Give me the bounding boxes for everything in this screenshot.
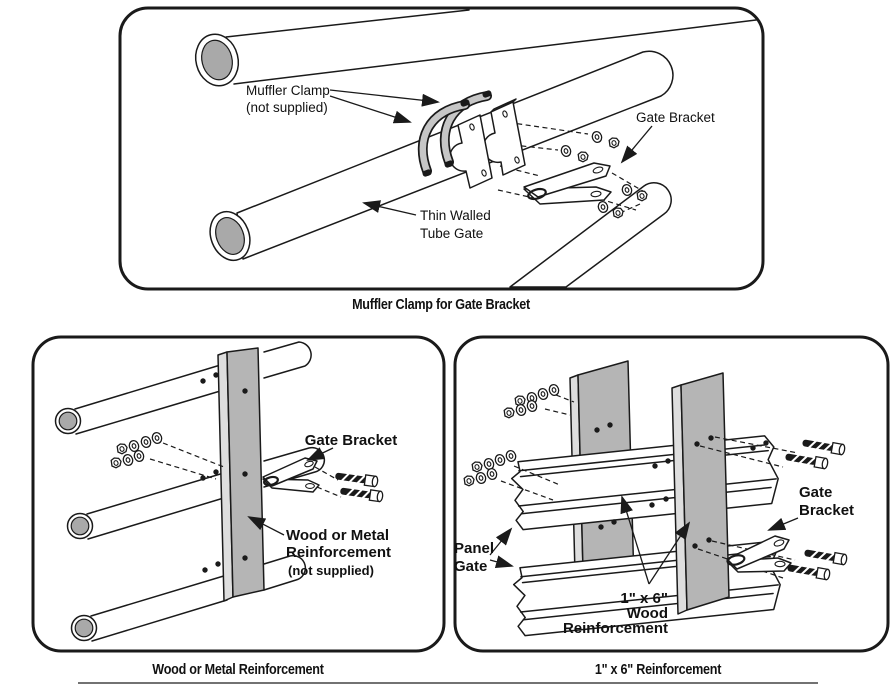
gate-bracket <box>523 162 612 205</box>
label-muffler-clamp: Muffler Clamp <box>246 83 330 98</box>
u-bolt <box>439 89 493 169</box>
hole-dot <box>663 496 669 502</box>
leader-line <box>362 200 417 216</box>
hole-dot <box>694 441 700 447</box>
label-tube-gate: Thin Walled <box>420 208 491 223</box>
label-gate-bracket: Gate Bracket <box>636 110 715 125</box>
hole-dot <box>763 440 769 446</box>
label-1x6-3: Reinforcement <box>563 620 668 637</box>
muffler-clamp-plate <box>482 98 526 176</box>
leader-line <box>306 447 334 461</box>
nut <box>577 151 589 163</box>
gate-bracket <box>262 457 320 493</box>
caption-wood-metal: Wood or Metal Reinforcement <box>152 660 324 677</box>
leader-line <box>620 495 650 585</box>
board-reinforcement <box>671 372 730 615</box>
label-1x6-2: Wood <box>627 605 668 622</box>
nut <box>636 190 648 202</box>
nut <box>471 461 483 473</box>
hole-dot <box>708 435 714 441</box>
hole-dot <box>215 561 221 567</box>
lower-right-tube <box>509 182 672 288</box>
panel-wood-metal: Gate Bracket Wood or Metal Reinforcement… <box>31 335 446 677</box>
label-tube-gate-2: Tube Gate <box>420 226 483 241</box>
label-gate-bracket: Gate <box>799 484 832 501</box>
hole-dot <box>202 567 208 573</box>
leader-line <box>247 516 285 536</box>
panel-muffler-clamp: Muffler Clamp (not supplied) Gate Bracke… <box>118 6 765 312</box>
board-reinforcement <box>217 347 265 602</box>
tube-cap-core <box>201 39 233 81</box>
hole-dot <box>607 422 613 428</box>
hole-dot <box>598 524 604 530</box>
tube-cap-core <box>58 411 78 431</box>
hole-dot <box>652 463 658 469</box>
u-bolt <box>417 98 471 178</box>
leader-line <box>620 125 653 164</box>
upper-tube <box>194 9 757 87</box>
gate-tube <box>70 554 307 642</box>
tube-cap-core <box>215 217 245 255</box>
caption-1x6: 1" x 6" Reinforcement <box>595 660 722 677</box>
leader-line <box>648 521 691 585</box>
hole-dot <box>213 469 219 475</box>
panel-1x6: Panel Gate Gate Bracket 1" x 6" Wood Rei… <box>453 335 890 677</box>
gate-tube <box>66 446 326 540</box>
hole-dot <box>692 543 698 549</box>
hole-dot <box>200 475 206 481</box>
hole-dot <box>750 445 756 451</box>
nut <box>612 207 624 219</box>
label-reinforcement: Wood or Metal <box>286 527 389 544</box>
leader-line <box>489 527 513 556</box>
label-muffler-clamp-2: (not supplied) <box>246 100 328 115</box>
gate-tube <box>54 341 312 435</box>
label-panel-gate-2: Gate <box>454 558 487 575</box>
tube-cap-core <box>70 516 90 536</box>
leader-line <box>329 89 440 107</box>
hole-dot <box>594 427 600 433</box>
leader-line <box>329 95 412 124</box>
nut <box>116 443 128 455</box>
hole-dot <box>706 537 712 543</box>
hole-dot <box>665 458 671 464</box>
leader-line <box>767 517 799 531</box>
nut <box>503 407 515 419</box>
hole-dot <box>611 519 617 525</box>
label-not-supplied: (not supplied) <box>288 563 374 578</box>
gate-bracket <box>726 535 792 573</box>
label-1x6: 1" x 6" <box>620 590 668 607</box>
hole-dot <box>200 378 206 384</box>
nut <box>608 137 620 149</box>
assembly-dashes <box>149 442 342 498</box>
assembly-dashes <box>491 119 649 214</box>
hole-dot <box>242 388 248 394</box>
hole-dot <box>242 555 248 561</box>
leader-line <box>489 555 514 569</box>
hole-dot <box>649 502 655 508</box>
nut <box>463 475 475 487</box>
tube-cap-core <box>74 618 94 638</box>
hole-dot <box>242 471 248 477</box>
hole-dot <box>213 372 219 378</box>
label-gate-bracket: Gate Bracket <box>305 432 398 449</box>
caption-muffler-clamp: Muffler Clamp for Gate Bracket <box>352 295 530 312</box>
nut <box>110 457 122 469</box>
label-panel-gate: Panel <box>454 540 494 557</box>
label-gate-bracket-2: Bracket <box>799 502 854 519</box>
label-reinforcement-2: Reinforcement <box>286 544 391 561</box>
